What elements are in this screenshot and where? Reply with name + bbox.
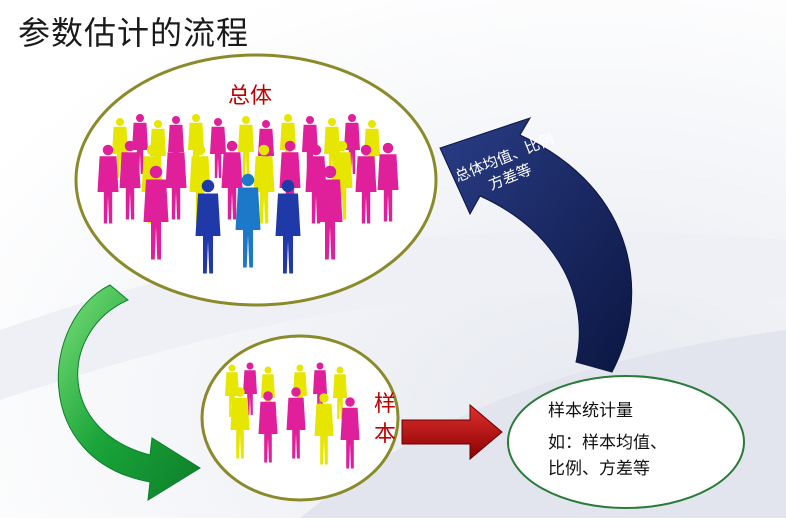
person-figure	[243, 362, 257, 415]
sample-label-char-1: 样	[374, 392, 397, 417]
navy-curved-arrow	[439, 117, 633, 373]
person-figure	[253, 144, 275, 224]
green-curved-arrow	[57, 284, 201, 501]
person-figure	[305, 144, 327, 224]
page-title: 参数估计的流程	[18, 14, 250, 52]
person-figure	[112, 118, 128, 178]
person-figure	[355, 144, 377, 224]
person-figure	[195, 179, 221, 274]
person-figure	[331, 140, 353, 220]
person-figure	[165, 140, 187, 220]
person-figure	[238, 116, 254, 176]
person-figure	[302, 116, 318, 176]
person-figure	[293, 364, 307, 417]
person-figure	[317, 165, 343, 260]
person-figure	[189, 144, 211, 224]
statistic-text: 样本统计量 如：样本均值、 比例、方差等	[548, 398, 748, 482]
person-figure	[221, 140, 243, 220]
population-label: 总体	[228, 84, 273, 109]
person-figure	[210, 118, 226, 178]
person-figure	[230, 387, 250, 459]
population-crowd	[97, 114, 399, 274]
person-figure	[340, 397, 360, 469]
person-figure	[314, 393, 334, 465]
person-figure	[324, 118, 340, 178]
person-figure	[235, 173, 261, 268]
statistic-line-2: 如：样本均值、	[548, 433, 667, 453]
statistic-ellipse	[507, 375, 745, 509]
person-figure	[132, 114, 148, 174]
person-figure	[313, 362, 327, 415]
sample-crowd	[225, 362, 360, 469]
person-figure	[286, 387, 306, 459]
person-figure	[344, 114, 360, 174]
sample-label-char-2: 本	[374, 422, 397, 447]
person-figure	[150, 120, 166, 180]
person-figure	[275, 179, 301, 274]
person-figure	[143, 165, 169, 260]
red-arrow	[401, 403, 503, 461]
statistic-line-1: 样本统计量	[548, 401, 633, 421]
person-figure	[377, 142, 399, 222]
person-figure	[119, 140, 141, 220]
person-figure	[225, 364, 239, 417]
person-figure	[97, 144, 119, 224]
person-figure	[258, 391, 278, 463]
person-figure	[333, 366, 347, 419]
statistic-line-3: 比例、方差等	[548, 459, 650, 479]
person-figure	[364, 120, 380, 180]
